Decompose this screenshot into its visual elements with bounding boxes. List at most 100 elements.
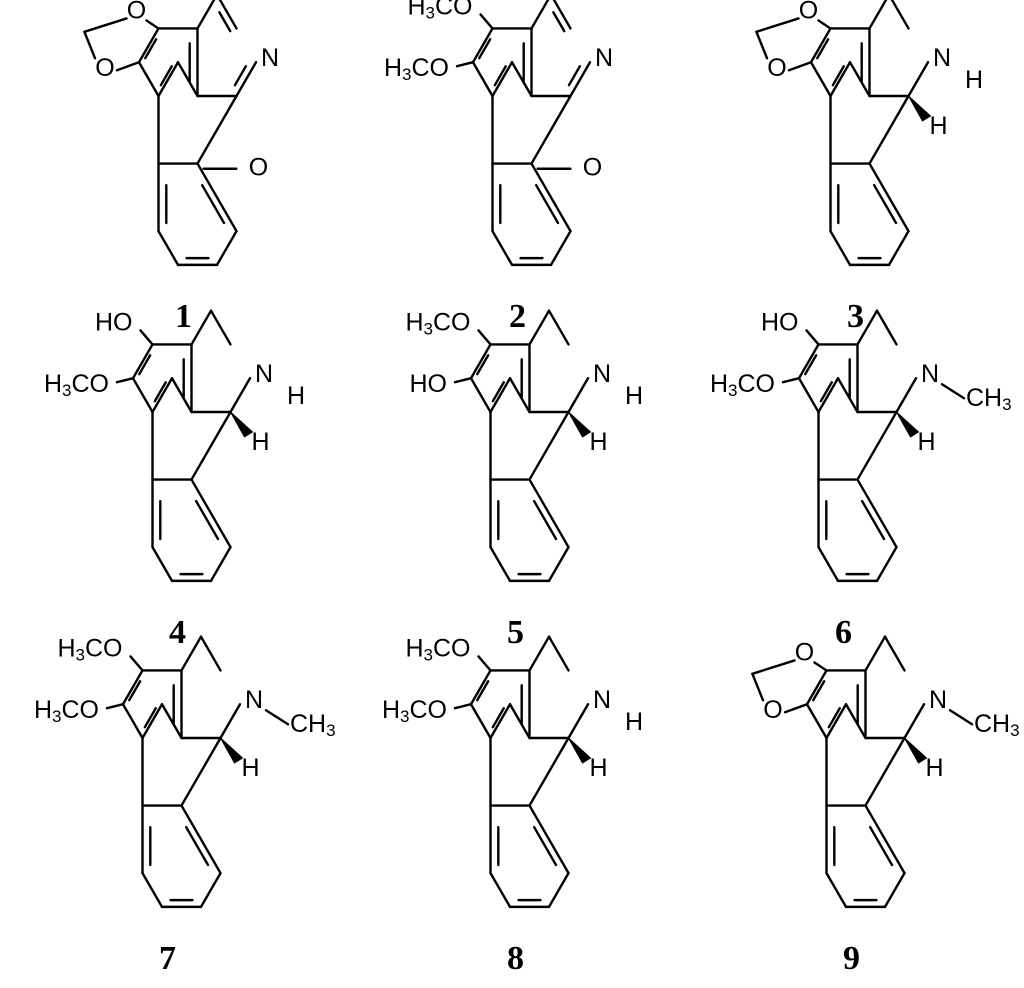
bond [115,377,135,384]
double-bond-inner [478,38,492,60]
stereo-hydrogen: H [589,754,607,782]
bond [129,655,144,672]
bond [209,545,232,583]
bond [469,703,492,740]
bond [883,635,906,672]
substituent-r2: H3CO [34,696,99,726]
bond [547,545,570,583]
stereo-wedge-bond [896,411,919,438]
double-bond-inner [159,65,173,87]
bond [787,61,813,72]
stereo-hydrogen: H [925,754,943,782]
dioxole-oxygen-1: O [799,0,818,24]
bond [856,410,898,481]
bond [856,309,879,346]
bond [751,672,765,702]
bond [264,709,290,726]
stereo-wedge-bond [908,95,931,122]
stereo-hydrogen: H [917,428,935,456]
bond [783,703,809,714]
bond [552,0,572,30]
bond [547,871,570,909]
double-bond-inner [491,707,505,729]
bond [157,61,180,98]
substituent-r1: HO [761,308,799,336]
bond [567,703,590,740]
nh-hydrogen: H [965,66,983,94]
double-bond-inner [812,680,826,702]
bond [549,229,572,267]
substituent-r1: H3CO [407,0,472,22]
double-bond-inner [233,65,248,87]
bond [137,61,160,98]
bond [528,410,570,481]
bond [844,703,867,740]
bond [530,0,550,30]
substituent-r2: HO [410,370,448,398]
stereo-wedge-bond [230,411,253,438]
substituent-r2: H3CO [710,370,775,400]
bond [868,0,888,30]
bond [170,377,193,414]
nitrogen-atom: N [245,686,263,714]
bond [180,736,222,807]
bond [940,383,966,400]
bond [755,17,800,34]
bond [809,27,832,64]
compound-number: 3 [847,298,864,335]
bond [469,343,492,380]
bond [83,30,97,60]
substituent-r1: HO [95,308,133,336]
bond [825,703,848,740]
bond [528,635,551,672]
compound-number: 6 [835,614,852,651]
bond [121,703,144,740]
nitrogen-atom: N [933,44,951,72]
bond [817,19,832,30]
bond [453,377,473,384]
bond [190,309,213,346]
dioxole-oxygen-1: O [127,0,146,24]
double-bond-inner [476,680,490,702]
bond [479,13,494,30]
bond [948,709,974,726]
ketone-oxygen: O [583,154,602,182]
bond [567,377,590,414]
bond [491,229,514,267]
stereo-wedge-bond [220,737,243,764]
bond [829,229,852,267]
bond [864,635,887,672]
double-bond-inner [827,707,841,729]
bond [751,659,796,676]
bond [491,61,514,98]
bond [471,61,494,98]
bond [848,61,871,98]
bond [510,61,533,98]
compound-number: 8 [507,940,524,977]
bond [199,635,222,672]
nitrogen-atom: N [593,360,611,388]
compound-number: 2 [509,298,526,335]
dioxole-oxygen-2: O [767,54,786,82]
bond [817,545,840,583]
bond [569,61,592,98]
bond [199,871,222,909]
bond [530,94,572,165]
bond [868,94,910,165]
bond [115,61,141,72]
compound-number: 7 [159,940,176,977]
stereo-wedge-bond [568,737,591,764]
bond [196,94,238,165]
substituent-r1: H3CO [405,308,470,338]
bond [151,545,174,583]
double-bond-inner [567,65,582,87]
bond [903,703,926,740]
n-methyl: CH3 [974,710,1020,740]
nh-hydrogen: H [625,708,643,736]
bond [176,61,199,98]
bond [455,61,475,68]
stereo-hydrogen: H [241,754,259,782]
